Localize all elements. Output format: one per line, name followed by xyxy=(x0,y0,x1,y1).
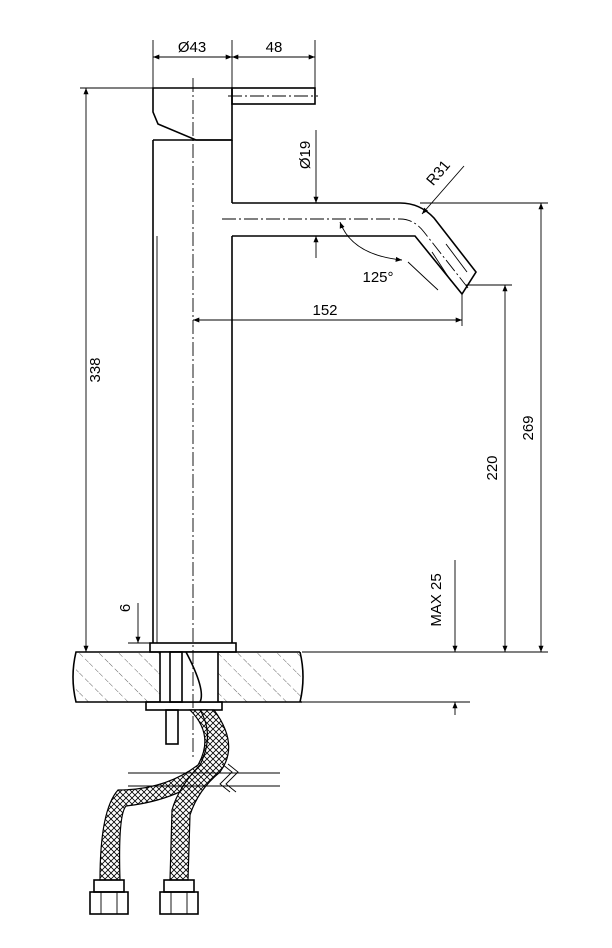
dim-outlet-height-label: 220 xyxy=(484,455,501,480)
dim-top: Ø43 48 xyxy=(152,39,316,88)
dim-base-thickness: 6 xyxy=(117,603,150,644)
handle xyxy=(152,87,318,141)
dim-base-thickness-label: 6 xyxy=(117,604,134,612)
dim-body-diameter: Ø43 xyxy=(178,39,206,56)
dim-overall-height-label: 338 xyxy=(87,357,104,382)
dim-spout-angle-label: 125° xyxy=(362,269,393,286)
body-column xyxy=(152,78,233,760)
hoses xyxy=(89,651,280,915)
dim-lever-length: 48 xyxy=(266,39,283,56)
dim-spout-diameter-label: Ø19 xyxy=(297,141,314,169)
dim-max-deck-label: MAX 25 xyxy=(428,573,445,626)
dim-overall-height: 338 xyxy=(80,87,153,652)
dim-outlet-height: 220 xyxy=(466,284,512,652)
dim-spout-top-height-label: 269 xyxy=(520,415,537,440)
dim-spout-reach-label: 152 xyxy=(312,302,337,319)
dim-spout-top-height: 269 xyxy=(420,202,548,652)
spout xyxy=(222,202,477,296)
dim-spout-diameter: Ø19 xyxy=(297,130,319,258)
countertop-section xyxy=(72,651,304,703)
dim-spout-reach: 152 xyxy=(193,294,463,326)
dim-bend-radius: R31 xyxy=(421,157,465,215)
dim-bend-radius-label: R31 xyxy=(423,157,454,189)
dim-spout-angle: 125° xyxy=(339,221,439,291)
dim-max-deck: MAX 25 xyxy=(428,560,458,715)
